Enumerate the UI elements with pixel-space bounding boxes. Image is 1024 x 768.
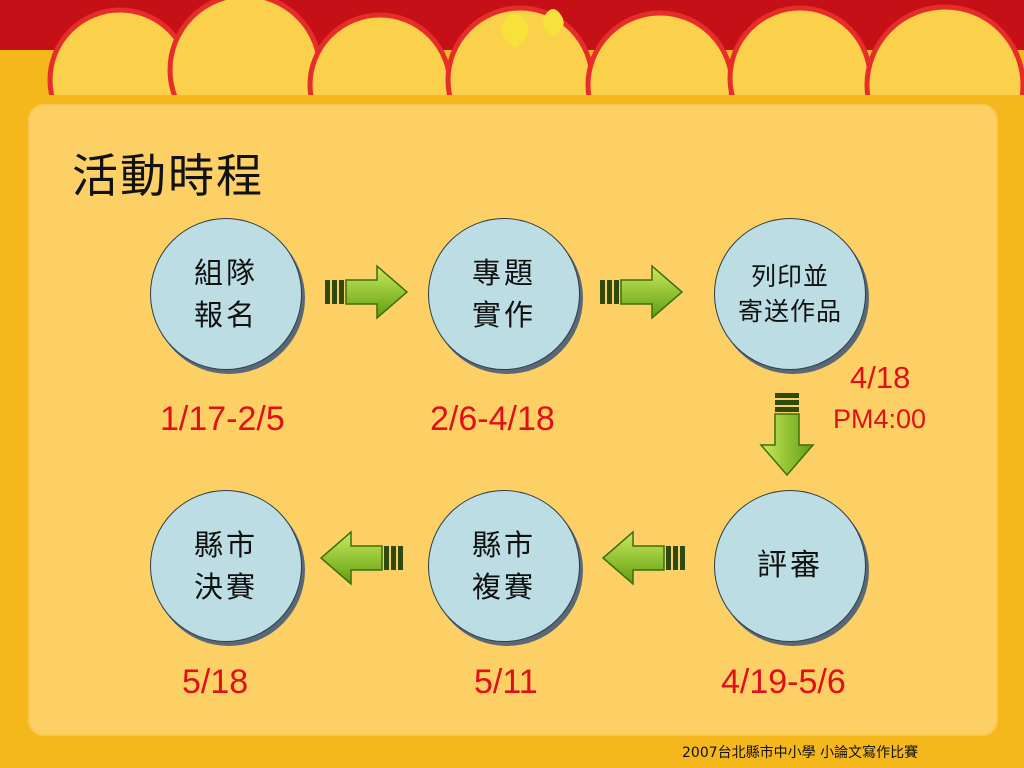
arrow-left-1 bbox=[601, 530, 685, 586]
date-team-registration: 1/17-2/5 bbox=[160, 400, 285, 438]
node-team-registration: 組隊 報名 bbox=[150, 218, 302, 370]
node-label: 專題 實作 bbox=[471, 255, 536, 332]
date-print-and-send: 4/18 bbox=[850, 360, 911, 395]
arrow-right-2 bbox=[600, 264, 684, 320]
arrow-left-2 bbox=[319, 530, 403, 586]
page-title: 活動時程 bbox=[72, 149, 264, 203]
arrow-down bbox=[759, 393, 815, 477]
node-label: 列印並 寄送作品 bbox=[737, 262, 842, 326]
node-label: 縣市 決賽 bbox=[193, 527, 258, 604]
footer-text: 2007台北縣市中小學 小論文寫作比賽 bbox=[682, 745, 919, 761]
node-project-work: 專題 實作 bbox=[428, 218, 580, 370]
date-judging: 4/19-5/6 bbox=[721, 663, 846, 701]
date-project-work: 2/6-4/18 bbox=[430, 400, 555, 438]
node-print-and-send: 列印並 寄送作品 bbox=[714, 218, 866, 370]
node-label: 評審 bbox=[757, 548, 823, 584]
time-print-and-send: PM4:00 bbox=[833, 404, 927, 434]
date-final: 5/18 bbox=[182, 663, 249, 701]
node-label: 縣市 複賽 bbox=[471, 527, 536, 604]
arrow-right-1 bbox=[325, 264, 409, 320]
node-judging: 評審 bbox=[714, 490, 866, 642]
hearts-decoration bbox=[501, 9, 564, 48]
date-semifinal: 5/11 bbox=[474, 663, 538, 701]
node-label: 組隊 報名 bbox=[193, 255, 258, 332]
node-final: 縣市 決賽 bbox=[150, 490, 302, 642]
node-semifinal: 縣市 複賽 bbox=[428, 490, 580, 642]
